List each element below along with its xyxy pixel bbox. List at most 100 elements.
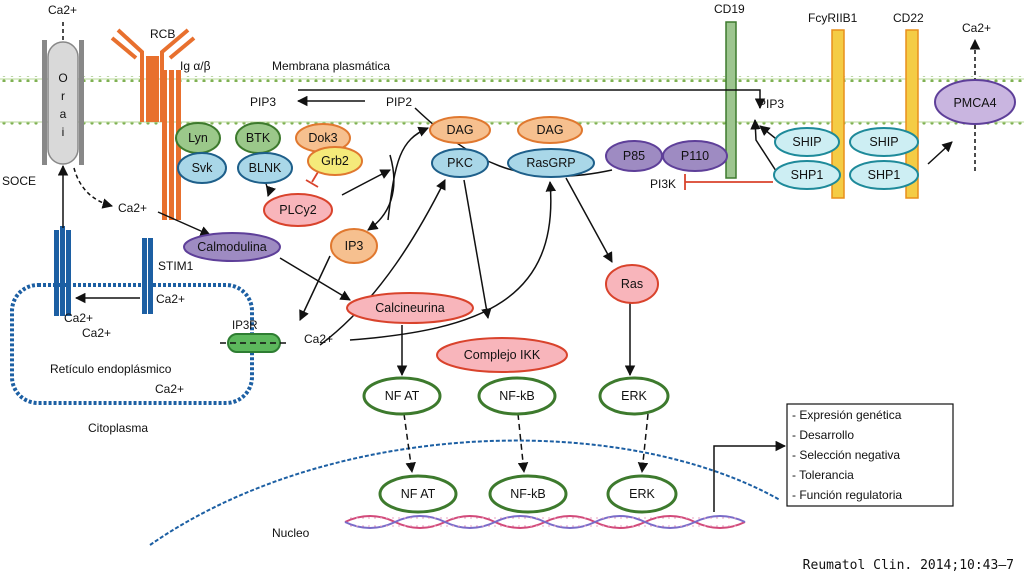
pip3-right-label: PIP3 (758, 97, 784, 111)
node-erk-cyto-label: ERK (621, 389, 647, 403)
node-svk (177, 152, 227, 184)
inhibition-connectors (305, 171, 773, 190)
ca-er-label-1: Ca2+ (64, 311, 93, 325)
orai-letter-i: i (62, 125, 65, 139)
soce-label: SOCE (2, 174, 36, 188)
node-svk-label: Svk (192, 161, 214, 175)
node-blnk (237, 152, 293, 184)
node-pmca4-label: PMCA4 (953, 96, 996, 110)
cd19-label: CD19 (714, 2, 745, 16)
node-ship-left (774, 127, 840, 157)
node-calcineurina-label: Calcineurina (375, 301, 445, 315)
node-ship-right (849, 127, 919, 157)
orai-channel: O r a i (42, 22, 84, 165)
node-dag-2 (517, 116, 583, 144)
cd19-receptor (725, 21, 737, 179)
node-erk-nuc-label: ERK (629, 487, 655, 501)
er-label: Retículo endoplásmico (50, 362, 172, 376)
cytoplasm-label: Citoplasma (88, 421, 148, 435)
node-rasgrp-label: RasGRP (526, 156, 575, 170)
node-erk-cyto (598, 376, 670, 416)
node-dag-1-label: DAG (446, 123, 473, 137)
outcome-item: - Selección negativa (792, 448, 900, 462)
node-ip3-label: IP3 (345, 239, 364, 253)
node-nfkb-nuc-label: NF-kB (510, 487, 545, 501)
outcomes-box: - Expresión genética - Desarrollo - Sele… (786, 403, 954, 507)
node-shp1-left (773, 160, 841, 190)
membrane-label: Membrana plasmática (272, 59, 390, 73)
ca-label-top-left: Ca2+ (48, 3, 77, 17)
node-nfkb-cyto-label: NF-kB (499, 389, 534, 403)
cd22-label: CD22 (893, 11, 924, 25)
ip3r-label: IP3R (232, 320, 258, 332)
node-grb2 (307, 146, 363, 176)
outcome-item: - Desarrollo (792, 428, 854, 442)
node-blnk-label: BLNK (249, 161, 282, 175)
ca-er-label-3: Ca2+ (155, 382, 184, 396)
node-btk-label: BTK (246, 131, 271, 145)
node-pmca4 (934, 79, 1016, 125)
orai-letter-o: O (58, 71, 67, 85)
node-ras (605, 264, 659, 304)
node-calcineurina (346, 292, 474, 324)
node-dag-2-label: DAG (536, 123, 563, 137)
cd22-receptor (905, 29, 919, 199)
node-erk-nuc (606, 474, 678, 514)
node-dok3-label: Dok3 (308, 131, 337, 145)
fcyriib1-receptor (831, 29, 845, 199)
node-shp1-right-label: SHP1 (868, 168, 901, 182)
er-channel (54, 226, 71, 316)
pip2-label: PIP2 (386, 95, 412, 109)
node-calmodulina-label: Calmodulina (197, 240, 267, 254)
node-plcy2-label: PLCy2 (279, 203, 317, 217)
outcome-item: - Expresión genética (792, 408, 902, 422)
node-p85-label: P85 (623, 149, 645, 163)
dna-helix (344, 515, 746, 529)
node-nfat-nuc (378, 474, 458, 514)
node-nfat-cyto (362, 376, 442, 416)
node-shp1-left-label: SHP1 (791, 168, 824, 182)
node-complejo-ikk-label: Complejo IKK (464, 348, 541, 362)
node-nfkb-nuc (488, 474, 568, 514)
node-grb2-label: Grb2 (321, 154, 349, 168)
node-nfat-cyto-label: NF AT (385, 389, 420, 403)
citation: Reumatol Clin. 2014;10:43–7 (803, 558, 1014, 573)
node-rasgrp (507, 148, 595, 178)
stim1-label: STIM1 (158, 259, 194, 273)
node-pkc-label: PKC (447, 156, 473, 170)
ca-soce-label: Ca2+ (118, 201, 147, 215)
ca-stim-label: Ca2+ (156, 292, 185, 306)
node-ip3 (330, 228, 378, 264)
fcyriib1-label: FcyRIIB1 (808, 11, 858, 25)
translocation-connectors (403, 413, 649, 474)
ca-label-top-right: Ca2+ (962, 21, 991, 35)
nuclear-envelope (149, 439, 781, 546)
pi3k-label: PI3K (650, 177, 676, 191)
node-p110 (662, 140, 728, 172)
node-shp1-right (849, 160, 919, 190)
rcb-label: RCB (150, 27, 175, 41)
orai-letter-a: a (60, 107, 67, 121)
node-pkc (431, 148, 489, 178)
nucleus-label: Nucleo (272, 526, 310, 540)
outcome-item: - Función regulatoria (792, 488, 902, 502)
node-complejo-ikk (436, 337, 568, 373)
node-plcy2 (263, 193, 333, 227)
node-lyn-label: Lyn (188, 131, 208, 145)
node-ship-left-label: SHIP (792, 135, 821, 149)
endoplasmic-reticulum (10, 283, 254, 405)
node-ship-right-label: SHIP (869, 135, 898, 149)
node-nfkb-cyto (477, 376, 557, 416)
node-calmodulina (183, 232, 281, 262)
node-ras-label: Ras (621, 277, 643, 291)
ig-label: Ig α/β (180, 59, 211, 73)
node-dag-1 (429, 116, 491, 144)
node-nfat-nuc-label: NF AT (401, 487, 436, 501)
ca-ip3r-label: Ca2+ (304, 332, 333, 346)
node-p110-label: P110 (681, 149, 709, 163)
outcome-item: - Tolerancia (792, 468, 854, 482)
orai-letter-r: r (61, 89, 65, 103)
ca-er-label-2: Ca2+ (82, 326, 111, 340)
pip3-left-label: PIP3 (250, 95, 276, 109)
